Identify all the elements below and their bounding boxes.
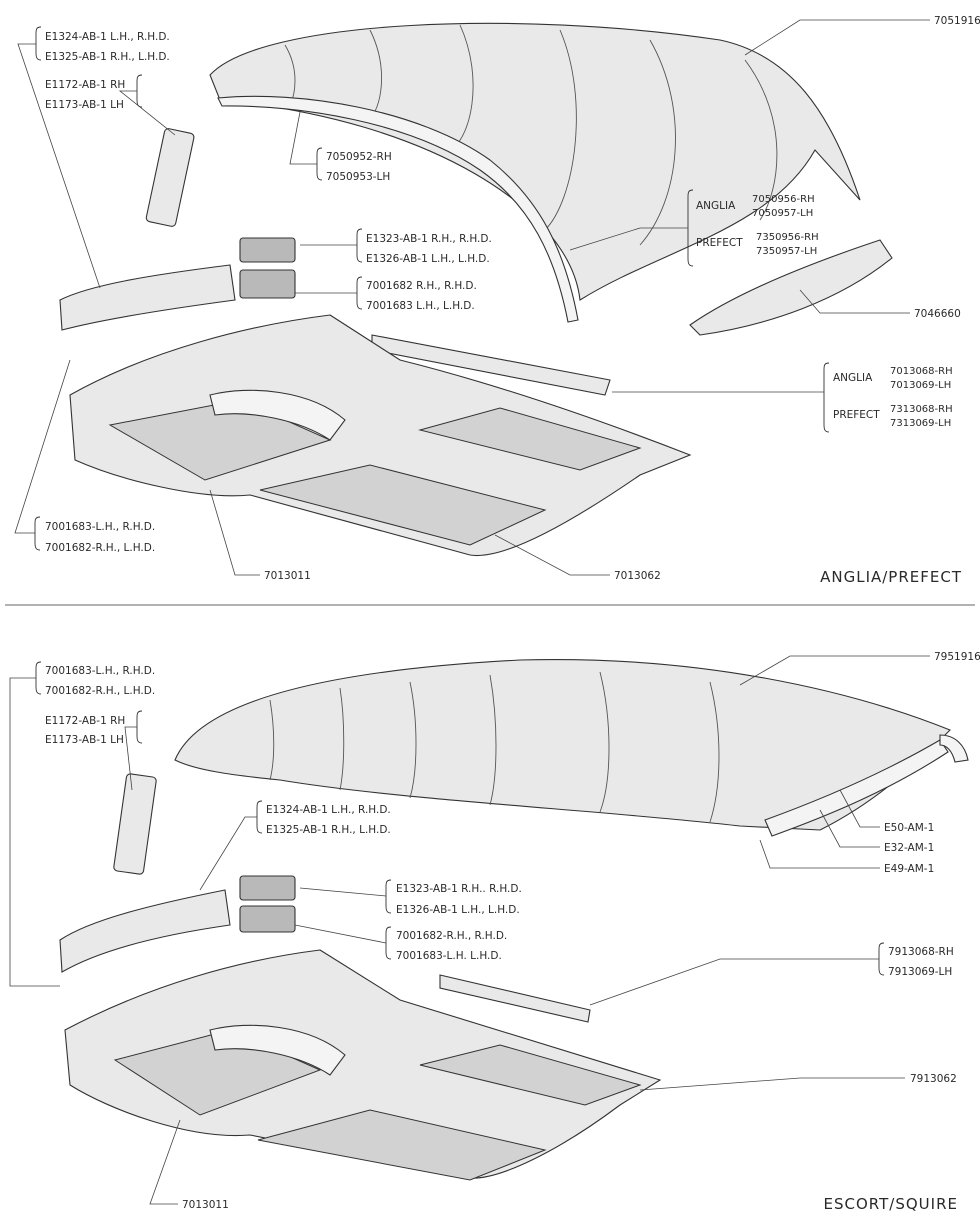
label-d2: E1326-AB-1 L.H., L.H.D. <box>396 904 520 916</box>
label-i1: 7001683-L.H., R.H.D. <box>45 521 155 533</box>
label-a2: 7001682-R.H., L.H.D. <box>45 685 155 697</box>
label-a2: E1325-AB-1 R.H., L.H.D. <box>45 51 170 63</box>
leader-lines <box>14 19 930 576</box>
label-c2: 7050953-LH <box>326 171 390 183</box>
rear-mat-part-2 <box>418 407 642 471</box>
label-h2: 7013069-LH <box>890 380 951 391</box>
rear-panel-lower-part <box>239 905 296 933</box>
label-b1: E1172-AB-1 RH <box>45 715 125 727</box>
roof-headlining-part <box>209 22 861 301</box>
label-i2: 7001682-R.H., L.H.D. <box>45 542 155 554</box>
label-f-model1: ANGLIA <box>696 200 736 212</box>
rear-panel-upper-part <box>239 237 296 263</box>
roof-rail-part <box>764 739 949 837</box>
label-e32: E32-AM-1 <box>884 842 934 854</box>
label-d1: E1323-AB-1 R.H., R.H.D. <box>366 233 492 245</box>
section-escort-squire: 7001683-L.H., R.H.D. 7001682-R.H., L.H.D… <box>9 651 980 1213</box>
floor-carpet-part <box>64 949 662 1179</box>
label-f3: 7350956-RH <box>756 232 819 243</box>
label-c2: E1325-AB-1 R.H., L.H.D. <box>266 824 391 836</box>
rear-panel-lower-part <box>239 269 296 299</box>
label-b1: E1172-AB-1 RH <box>45 79 125 91</box>
label-f1: 7913068-RH <box>888 946 954 958</box>
label-h-model2: PREFECT <box>833 409 880 421</box>
pillar-trim-part <box>145 128 195 227</box>
leader-lines <box>9 655 930 1205</box>
label-h1: 7013068-RH <box>890 366 953 377</box>
label-e49: E49-AM-1 <box>884 863 934 875</box>
rear-mat-part <box>259 464 547 546</box>
rear-mat-part <box>257 1109 547 1181</box>
rear-mat-part-2 <box>419 1044 642 1106</box>
label-h-model1: ANGLIA <box>833 372 873 384</box>
label-roof: 7951916 <box>934 651 980 663</box>
label-f-model2: PREFECT <box>696 237 743 249</box>
label-e1: 7001682 R.H., R.H.D. <box>366 280 477 292</box>
label-h3: 7313068-RH <box>890 404 953 415</box>
section-anglia-prefect: E1324-AB-1 L.H., R.H.D. E1325-AB-1 R.H.,… <box>14 15 980 586</box>
label-front-mat: 7013011 <box>264 570 311 582</box>
rear-panel-upper-part <box>239 875 296 901</box>
label-e2: 7001683 L.H., L.H.D. <box>366 300 475 312</box>
side-trim-strip-part <box>439 974 591 1023</box>
label-d2: E1326-AB-1 L.H., L.H.D. <box>366 253 490 265</box>
label-f4: 7350957-LH <box>756 246 817 257</box>
label-f2: 7913069-LH <box>888 966 952 978</box>
label-e50: E50-AM-1 <box>884 822 934 834</box>
label-f2: 7050957-LH <box>752 208 813 219</box>
pillar-trim-part <box>113 773 157 875</box>
floor-carpet-part <box>69 314 692 557</box>
label-h4: 7313069-LH <box>890 418 951 429</box>
kick-panel-part <box>59 889 231 973</box>
header-rail-part <box>217 95 579 323</box>
label-rear-mat: 7013062 <box>614 570 661 582</box>
section-title: ESCORT/SQUIRE <box>824 1195 958 1213</box>
label-f1: 7050956-RH <box>752 194 815 205</box>
label-d1: E1323-AB-1 R.H.. R.H.D. <box>396 883 522 895</box>
label-rear-mat: 7913062 <box>910 1073 957 1085</box>
tunnel-cover-part <box>209 1024 346 1076</box>
label-c1: 7050952-RH <box>326 151 392 163</box>
section-title: ANGLIA/PREFECT <box>820 568 962 586</box>
label-roof: 7051916 <box>934 15 980 27</box>
label-b2: E1173-AB-1 LH <box>45 99 124 111</box>
label-b2: E1173-AB-1 LH <box>45 734 124 746</box>
label-g: 7046660 <box>914 308 961 320</box>
label-e1: 7001682-R.H., R.H.D. <box>396 930 507 942</box>
sill-trim-part <box>689 239 893 336</box>
label-a1: E1324-AB-1 L.H., R.H.D. <box>45 31 170 43</box>
label-a1: 7001683-L.H., R.H.D. <box>45 665 155 677</box>
kick-panel-part <box>59 264 236 331</box>
tunnel-cover-part <box>209 389 346 441</box>
roof-corner-part <box>939 734 969 763</box>
label-e2: 7001683-L.H. L.H.D. <box>396 950 502 962</box>
label-front-mat: 7013011 <box>182 1199 229 1211</box>
label-c1: E1324-AB-1 L.H., R.H.D. <box>266 804 391 816</box>
